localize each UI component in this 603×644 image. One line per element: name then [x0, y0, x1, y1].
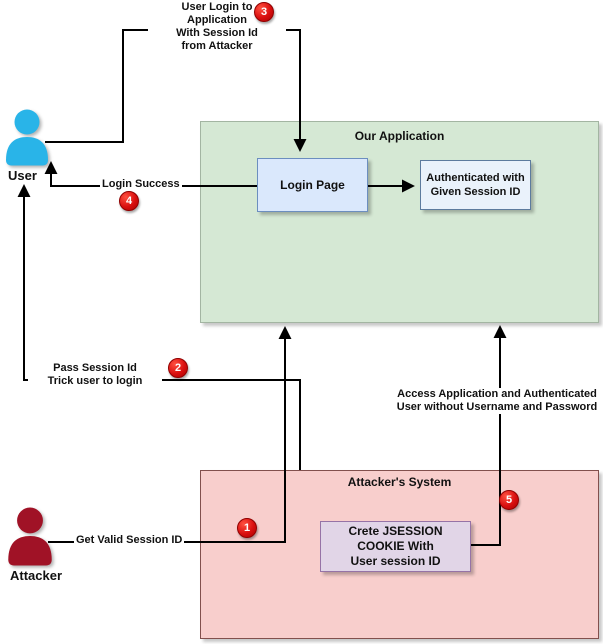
- step1-label: Get Valid Session ID: [74, 534, 185, 547]
- authenticated-line2: Given Session ID: [430, 186, 521, 198]
- attacker-actor: Attacker: [6, 506, 62, 583]
- step2-badge: 2: [168, 358, 188, 378]
- step5-badge: 5: [499, 490, 519, 510]
- authenticated-node: Authenticated with Given Session ID: [420, 160, 531, 210]
- step1-badge: 1: [237, 518, 257, 538]
- login-page-label: Login Page: [280, 178, 345, 192]
- user-person-icon: [6, 109, 48, 166]
- attacker-system-title: Attacker's System: [347, 475, 452, 489]
- attacker-label: Attacker: [10, 568, 63, 583]
- jsession-line1: Crete JSESSION: [348, 524, 443, 538]
- jsession-line3: User session ID: [350, 554, 441, 568]
- attacker-person-icon: [8, 507, 52, 566]
- our-application-container: Our Application: [200, 121, 599, 323]
- step4-label: Login Success: [100, 178, 182, 191]
- jsession-line2: COOKIE With: [357, 539, 434, 553]
- authenticated-line1: Authenticated with: [426, 172, 525, 184]
- user-actor: User: [4, 108, 50, 183]
- step5-label: Access Application and Authenticated Use…: [384, 388, 603, 414]
- our-application-title: Our Application: [354, 129, 445, 143]
- step2-label: Pass Session Id Trick user to login: [28, 362, 162, 388]
- step4-badge: 4: [119, 191, 139, 211]
- step3-badge: 3: [254, 2, 274, 22]
- login-page-node: Login Page: [257, 158, 368, 212]
- jsession-cookie-node: Crete JSESSION COOKIE With User session …: [320, 521, 471, 572]
- user-label: User: [8, 168, 37, 183]
